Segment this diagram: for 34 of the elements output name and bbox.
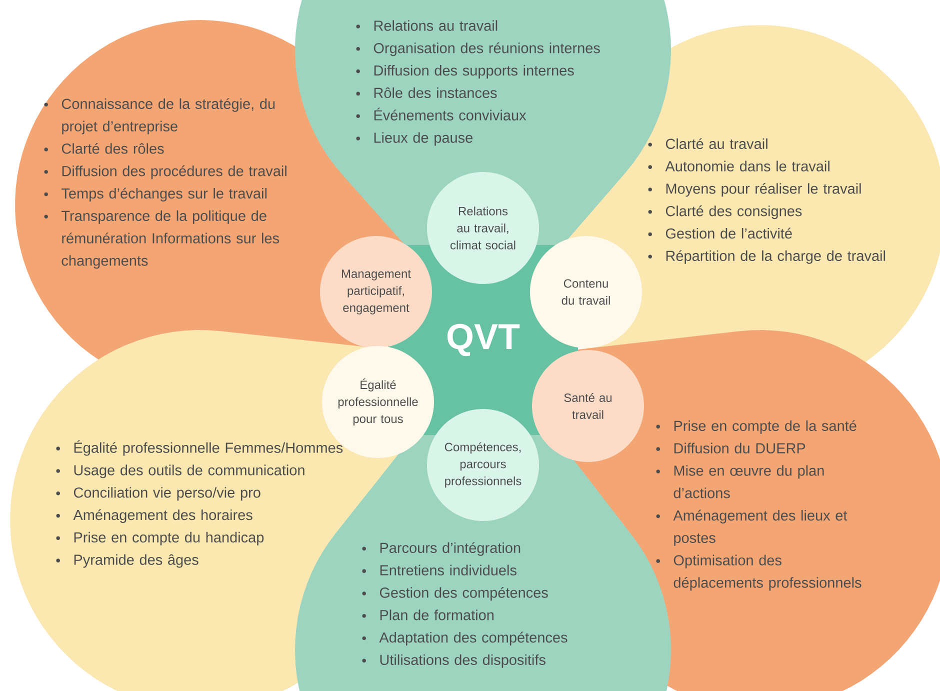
bullet-item: Moyens pour réaliser le travail [648, 183, 861, 197]
bullet-item: Usage des outils de communication [56, 464, 304, 478]
bullet-item: Connaissance de la stratégie, du projet d’entreprise [44, 98, 275, 134]
node-label: QVT [447, 324, 520, 356]
bullet-item: Rôle des instances [356, 87, 497, 98]
bullet-item: Temps d’échanges sur le travail [44, 188, 267, 202]
bullet-item: Clarté au travail [648, 138, 768, 149]
bullet-item: Diffusion des procédures de travail [44, 165, 286, 180]
bullet-item: Prise en compte du handicap [56, 532, 264, 546]
bullet-item: Événements conviviaux [356, 108, 526, 120]
bullet-item: Entretiens individuels [362, 564, 516, 576]
bullet-item: Mise en œuvre du plan d’actions [656, 465, 824, 498]
bullet-item: Pyramide des âges [56, 554, 198, 568]
bullet-item: Diffusion des supports internes [356, 65, 574, 78]
bullet-item: Aménagement des horaires [56, 509, 252, 523]
bullet-item: Clarté des consignes [648, 205, 802, 220]
bullet-item: Transparence de la politique de rémunération Informations sur les changements [44, 210, 280, 269]
bullet-item: Aménagement des lieux et postes [656, 510, 848, 546]
bullet-item: Gestion de l’activité [648, 228, 792, 239]
bullet-item: Organisation des réunions internes [356, 42, 600, 56]
bullet-item: Autonomie dans le travail [648, 160, 830, 172]
bullet-item: Répartition de la charge de travail [648, 250, 886, 264]
bullet-item: Plan de formation [362, 610, 494, 620]
bullet-item: Gestion des compétences [362, 587, 548, 601]
bullet-item: Diffusion du DUERP [656, 442, 806, 454]
bullet-item: Utilisations des dispositifs [362, 654, 546, 668]
bullet-item: Lieux de pause [356, 132, 472, 146]
bullet-item: Conciliation vie perso/vie pro [56, 487, 260, 501]
bullet-item: Relations au travail [356, 20, 498, 31]
bullet-item: Clarté des rôles [44, 143, 164, 154]
bullet-item: Prise en compte de la santé [656, 420, 856, 434]
bullet-item: Adaptation des compétences [362, 632, 568, 646]
bullet-item: Parcours d’intégration [362, 542, 520, 556]
bullet-item: Optimisation des déplacements professionnels [656, 554, 862, 591]
